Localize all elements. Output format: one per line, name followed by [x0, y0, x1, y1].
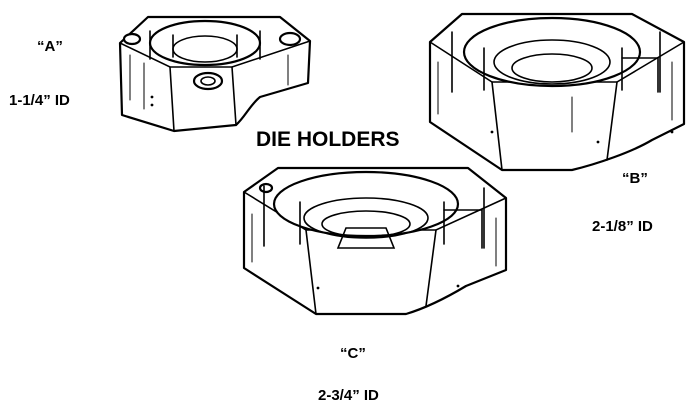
holder-c-size: 2-3/4” ID: [318, 387, 379, 404]
diagram-title: DIE HOLDERS: [256, 128, 400, 151]
holder-b-letter: “B”: [622, 170, 648, 187]
holder-a-size: 1-1/4” ID: [9, 92, 70, 109]
die-holder-a-drawing: [118, 15, 312, 133]
holder-c-letter: “C”: [340, 345, 366, 362]
holder-a-letter: “A”: [37, 38, 63, 55]
holder-b-size: 2-1/8” ID: [592, 218, 653, 235]
die-holder-c-drawing: [242, 166, 508, 316]
die-holder-b-drawing: [428, 12, 686, 172]
